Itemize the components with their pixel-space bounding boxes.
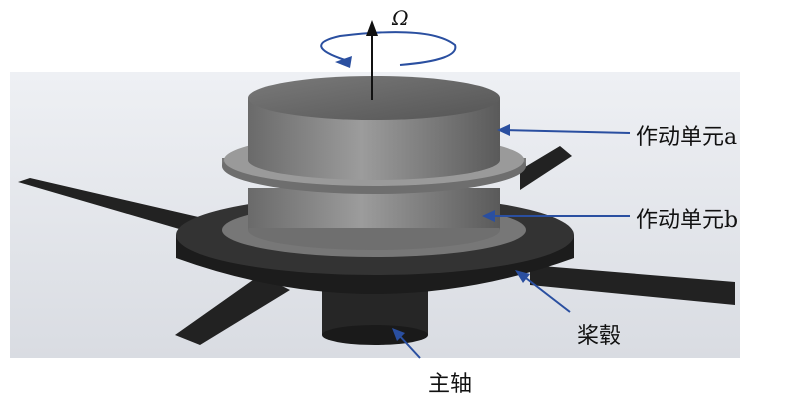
leader-arrows [392, 124, 631, 359]
hub-label: 桨毂 [577, 324, 622, 349]
shaft-label: 主轴 [428, 372, 473, 397]
actuator-a-label: 作动单元a [636, 125, 738, 150]
actuator-b-label: 作动单元b [636, 208, 739, 233]
actuator-unit-a [222, 76, 526, 194]
blades [18, 146, 735, 345]
main-shaft [322, 285, 428, 345]
rotation-indicator [320, 20, 457, 100]
actuator-unit-b [222, 188, 526, 257]
rotation-label: Ω [392, 6, 409, 30]
